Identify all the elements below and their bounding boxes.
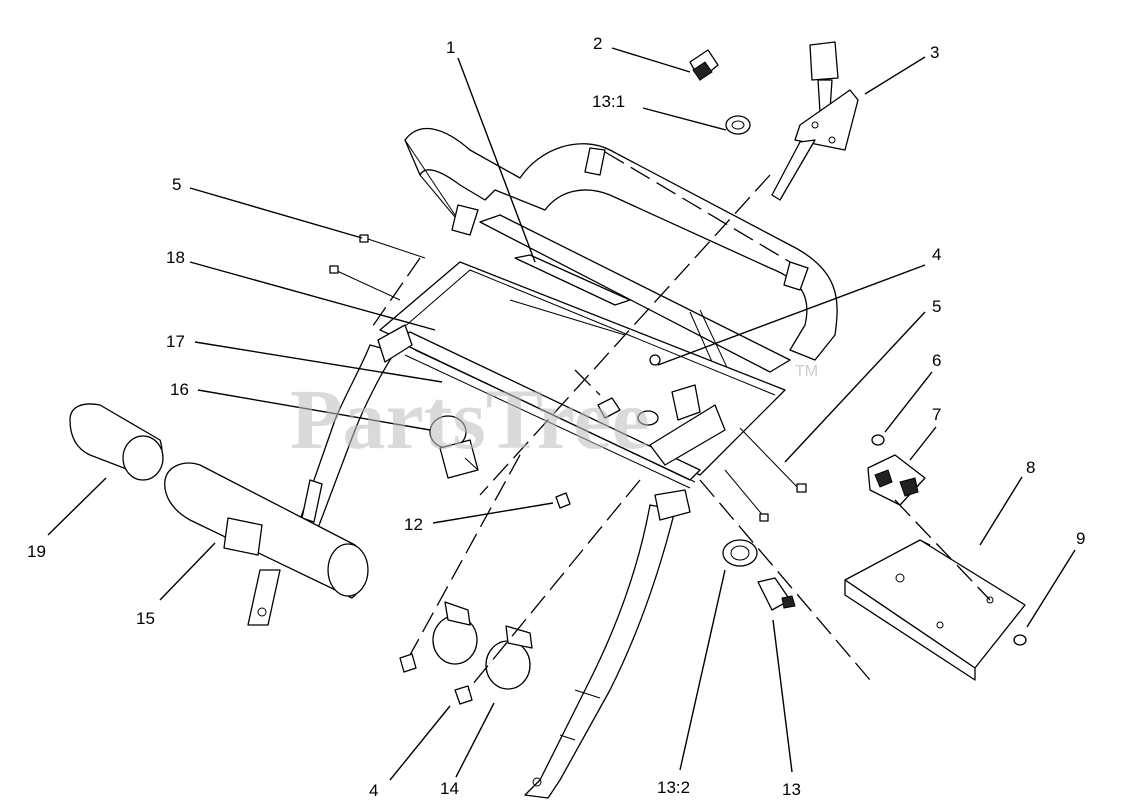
leader-lines bbox=[47, 47, 1076, 781]
hardware bbox=[329, 234, 807, 522]
center-lever bbox=[597, 354, 726, 466]
callout-8: 8 bbox=[1026, 458, 1035, 477]
grip-sleeve bbox=[69, 403, 164, 481]
callout-16: 16 bbox=[170, 380, 189, 399]
left-handle-tube bbox=[299, 324, 413, 529]
watermark-brand: PartsTree bbox=[290, 371, 650, 467]
callout-13-1: 13:1 bbox=[592, 92, 625, 111]
callout-labels: 1 2 3 13:1 5 18 4 5 17 6 16 7 8 12 9 19 … bbox=[27, 34, 1085, 800]
callout-4: 4 bbox=[932, 245, 941, 264]
callout-2: 2 bbox=[593, 34, 602, 53]
callout-1: 1 bbox=[446, 38, 455, 57]
callout-14: 14 bbox=[440, 779, 459, 798]
callout-5: 5 bbox=[932, 297, 941, 316]
handle-frame bbox=[404, 127, 838, 399]
assembly-lines bbox=[369, 174, 991, 691]
callout-13-2: 13:2 bbox=[657, 778, 690, 797]
callout-15: 15 bbox=[136, 609, 155, 628]
watermark: PartsTree TM bbox=[290, 363, 818, 467]
ignition-switch bbox=[429, 415, 479, 479]
cable-clamps bbox=[399, 601, 533, 705]
callout-3: 3 bbox=[930, 43, 939, 62]
callout-12: 12 bbox=[404, 515, 423, 534]
switch-parts bbox=[722, 539, 796, 611]
callout-13: 13 bbox=[782, 780, 801, 799]
callout-18: 18 bbox=[166, 248, 185, 267]
callout-17: 17 bbox=[166, 332, 185, 351]
control-panel bbox=[379, 254, 786, 489]
handle-grip bbox=[164, 462, 369, 626]
mounting-bracket bbox=[844, 539, 1027, 681]
callout-7: 7 bbox=[932, 405, 941, 424]
callout-4: 4 bbox=[369, 781, 378, 800]
watermark-trademark: TM bbox=[795, 363, 818, 380]
callout-5: 5 bbox=[172, 175, 181, 194]
ignition-key-parts bbox=[689, 49, 751, 135]
callout-6: 6 bbox=[932, 351, 941, 370]
callout-9: 9 bbox=[1076, 529, 1085, 548]
right-handle-tube bbox=[524, 489, 691, 799]
relay bbox=[867, 434, 926, 506]
throttle-control bbox=[771, 41, 859, 201]
callout-19: 19 bbox=[27, 542, 46, 561]
